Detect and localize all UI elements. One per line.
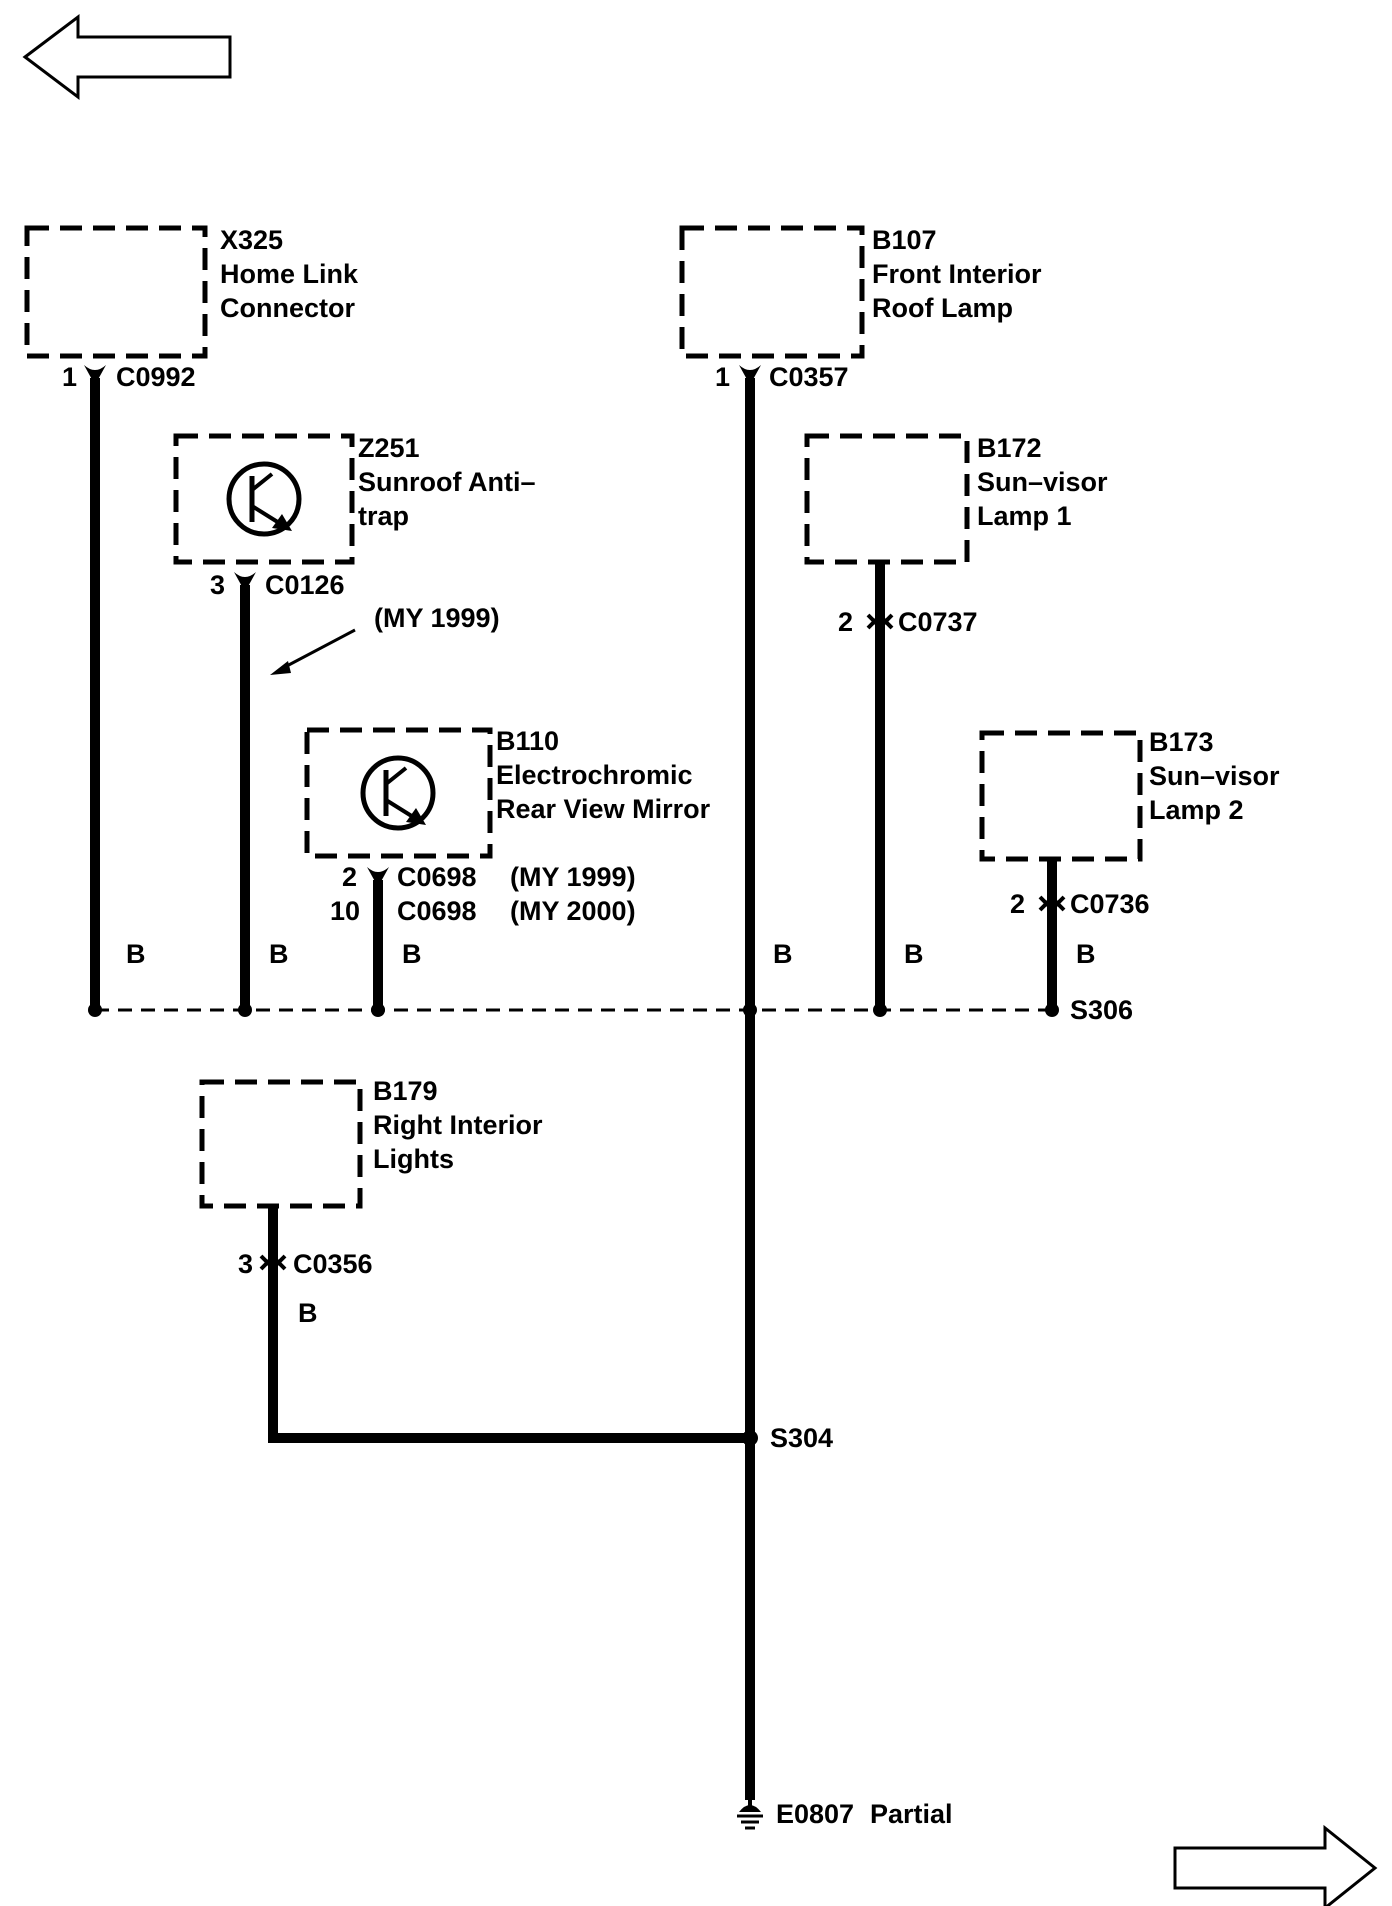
connector-c0698-icon (367, 867, 389, 887)
x325-pin: 1 (62, 362, 77, 392)
x325-id: X325 (220, 225, 283, 255)
b172-connector: C0737 (898, 607, 978, 637)
z251-pin: 3 (210, 570, 225, 600)
component-box-b179 (199, 1079, 363, 1209)
b179-name-line1: Right Interior (373, 1110, 543, 1140)
wire-color-label: B (773, 939, 793, 969)
b173-name-line2: Lamp 2 (1149, 795, 1244, 825)
b110-connector-1: C0698 (397, 862, 477, 892)
b179-id: B179 (373, 1076, 438, 1106)
splice-dot (1045, 1003, 1059, 1017)
z251-connector: C0126 (265, 570, 345, 600)
b107-name-line2: Roof Lamp (872, 293, 1013, 323)
component-box-b107 (679, 225, 865, 359)
next-page-arrow-icon[interactable] (1173, 1824, 1378, 1906)
ground-id: E0807 (776, 1799, 854, 1829)
b107-connector: C0357 (769, 362, 849, 392)
component-box-b110 (304, 727, 493, 859)
b107-pin: 1 (715, 362, 730, 392)
connector-c0992-icon (84, 365, 106, 385)
b179-connector: C0356 (293, 1249, 373, 1279)
splice-dot (371, 1003, 385, 1017)
wire-b179 (268, 1205, 750, 1443)
b173-connector: C0736 (1070, 889, 1150, 919)
splice-dot (743, 1003, 757, 1017)
connector-c0356-icon (259, 1254, 287, 1271)
b173-pin: 2 (1010, 889, 1025, 919)
wire-color-label: B (402, 939, 422, 969)
ground-icon (737, 1800, 763, 1830)
b173-name-line1: Sun–visor (1149, 761, 1280, 791)
b173-id: B173 (1149, 727, 1214, 757)
b110-year-1: (MY 1999) (510, 862, 636, 892)
b107-name-line1: Front Interior (872, 259, 1042, 289)
transistor-icon (226, 461, 302, 537)
connector-c0357-icon (739, 365, 761, 385)
z251-name-line1: Sunroof Anti– (358, 467, 535, 497)
component-box-b172 (804, 433, 970, 565)
splice-dot (873, 1003, 887, 1017)
wire-color-label: B (126, 939, 146, 969)
splice-dot-s304 (742, 1430, 758, 1446)
b110-pin-1: 2 (342, 862, 357, 892)
wire-color-label: B (904, 939, 924, 969)
b172-id: B172 (977, 433, 1042, 463)
b110-connector-2: C0698 (397, 896, 477, 926)
z251-name-line2: trap (358, 501, 409, 531)
connector-c0126-icon (234, 572, 256, 592)
b110-pin-2: 10 (330, 896, 360, 926)
splice-label-s306: S306 (1070, 995, 1133, 1025)
ground-note: Partial (870, 1799, 953, 1829)
x325-connector: C0992 (116, 362, 196, 392)
z251-id: Z251 (358, 433, 420, 463)
b172-pin: 2 (838, 607, 853, 637)
b172-name-line2: Lamp 1 (977, 501, 1072, 531)
prev-page-arrow-icon[interactable] (22, 13, 232, 101)
splice-label-s304: S304 (770, 1423, 833, 1453)
my1999-pointer-arrow-icon (270, 628, 356, 675)
b107-id: B107 (872, 225, 937, 255)
wire-color-label: B (269, 939, 289, 969)
b110-name-line1: Electrochromic (496, 760, 693, 790)
component-box-x325 (24, 225, 208, 359)
component-box-z251 (173, 433, 355, 565)
b110-name-line2: Rear View Mirror (496, 794, 711, 824)
b179-pin: 3 (238, 1249, 253, 1279)
b110-id: B110 (496, 726, 559, 756)
transistor-icon (360, 755, 436, 831)
splice-dot (238, 1003, 252, 1017)
splice-dot (88, 1003, 102, 1017)
b110-year-2: (MY 2000) (510, 896, 636, 926)
connector-c0737-icon (866, 613, 894, 630)
x325-name-line2: Connector (220, 293, 355, 323)
wire-color-label: B (1076, 939, 1096, 969)
connector-c0736-icon (1038, 895, 1066, 912)
wire-color-label: B (298, 1298, 318, 1328)
my1999-note: (MY 1999) (374, 603, 500, 633)
component-box-b173 (979, 730, 1143, 862)
x325-name-line1: Home Link (220, 259, 359, 289)
b179-name-line2: Lights (373, 1144, 454, 1174)
b172-name-line1: Sun–visor (977, 467, 1108, 497)
